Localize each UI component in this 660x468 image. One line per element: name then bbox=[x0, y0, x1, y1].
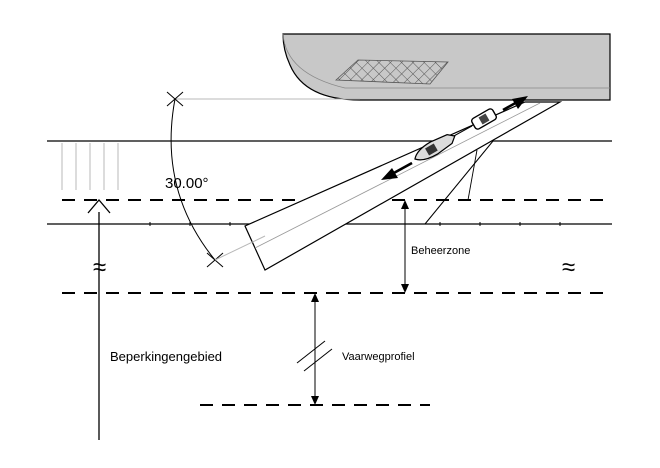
vaarwegprofiel-dimension bbox=[296, 293, 333, 405]
bank-vertical-strokes bbox=[61, 143, 119, 190]
beheerzone-label: Beheerzone bbox=[411, 245, 470, 257]
road-area bbox=[282, 33, 611, 101]
angle-label: 30.00° bbox=[165, 175, 209, 192]
angle-construction-line bbox=[214, 235, 266, 261]
direction-arrow-in bbox=[381, 161, 413, 180]
slipway-side-line-2 bbox=[467, 149, 478, 201]
slipway-ramp bbox=[244, 101, 563, 271]
road-inner-edge bbox=[282, 33, 610, 89]
angle-endpoint-top bbox=[166, 91, 184, 107]
water-icon-left: ≈ bbox=[93, 254, 106, 281]
direction-arrow-out bbox=[502, 96, 528, 112]
car-with-trailer bbox=[414, 108, 497, 161]
beperkingengebied-arrow bbox=[87, 198, 111, 440]
slipway-side-line bbox=[424, 140, 494, 225]
vaarwegprofiel-label: Vaarwegprofiel bbox=[342, 351, 415, 363]
water-icon-right: ≈ bbox=[562, 254, 575, 281]
beperkingengebied-label: Beperkingengebied bbox=[110, 349, 222, 364]
angle-arc bbox=[170, 98, 216, 261]
beheerzone-dimension bbox=[401, 200, 409, 293]
water-line-ticks bbox=[149, 222, 561, 226]
slipway-centerline bbox=[254, 102, 541, 249]
hatched-area bbox=[335, 59, 449, 85]
